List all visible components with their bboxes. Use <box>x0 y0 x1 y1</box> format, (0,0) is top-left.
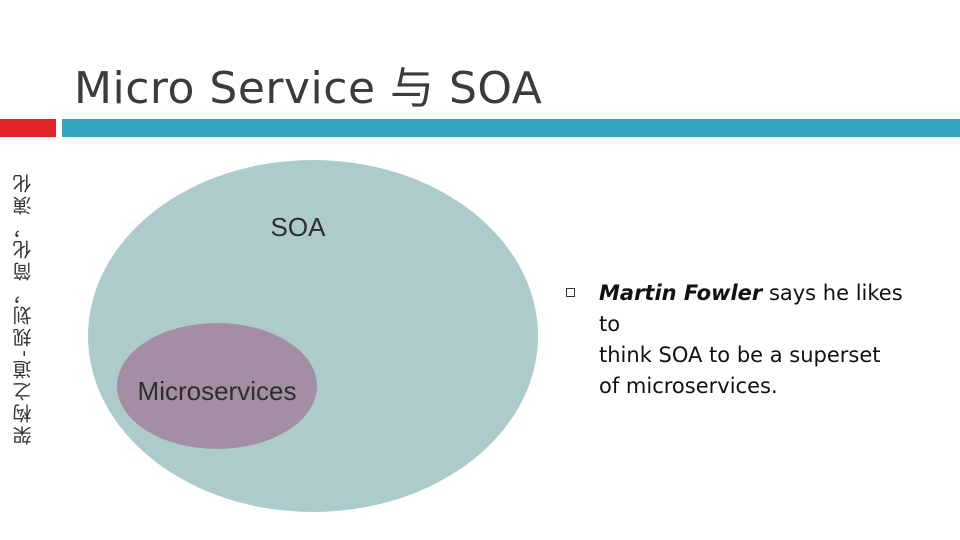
bullet-line-3: of microservices. <box>599 374 778 398</box>
bullet-line-1-rest: says he likes to <box>599 281 903 336</box>
soa-label: SOA <box>271 212 327 242</box>
author-name: Martin Fowler <box>599 281 763 305</box>
slide-title: Micro Service 与 SOA <box>74 63 543 114</box>
microservices-label: Microservices <box>138 376 297 406</box>
bullet-line-1: Martin Fowler says he likes to <box>599 278 929 340</box>
microservices-ellipse <box>117 323 317 449</box>
hollow-square-bullet-icon <box>566 288 575 297</box>
accent-bar-red <box>0 119 56 137</box>
bullet-text: Martin Fowler says he likes to think SOA… <box>599 278 929 402</box>
bullet-line-2: think SOA to be a superset <box>599 343 881 367</box>
accent-bar-teal <box>62 119 960 137</box>
